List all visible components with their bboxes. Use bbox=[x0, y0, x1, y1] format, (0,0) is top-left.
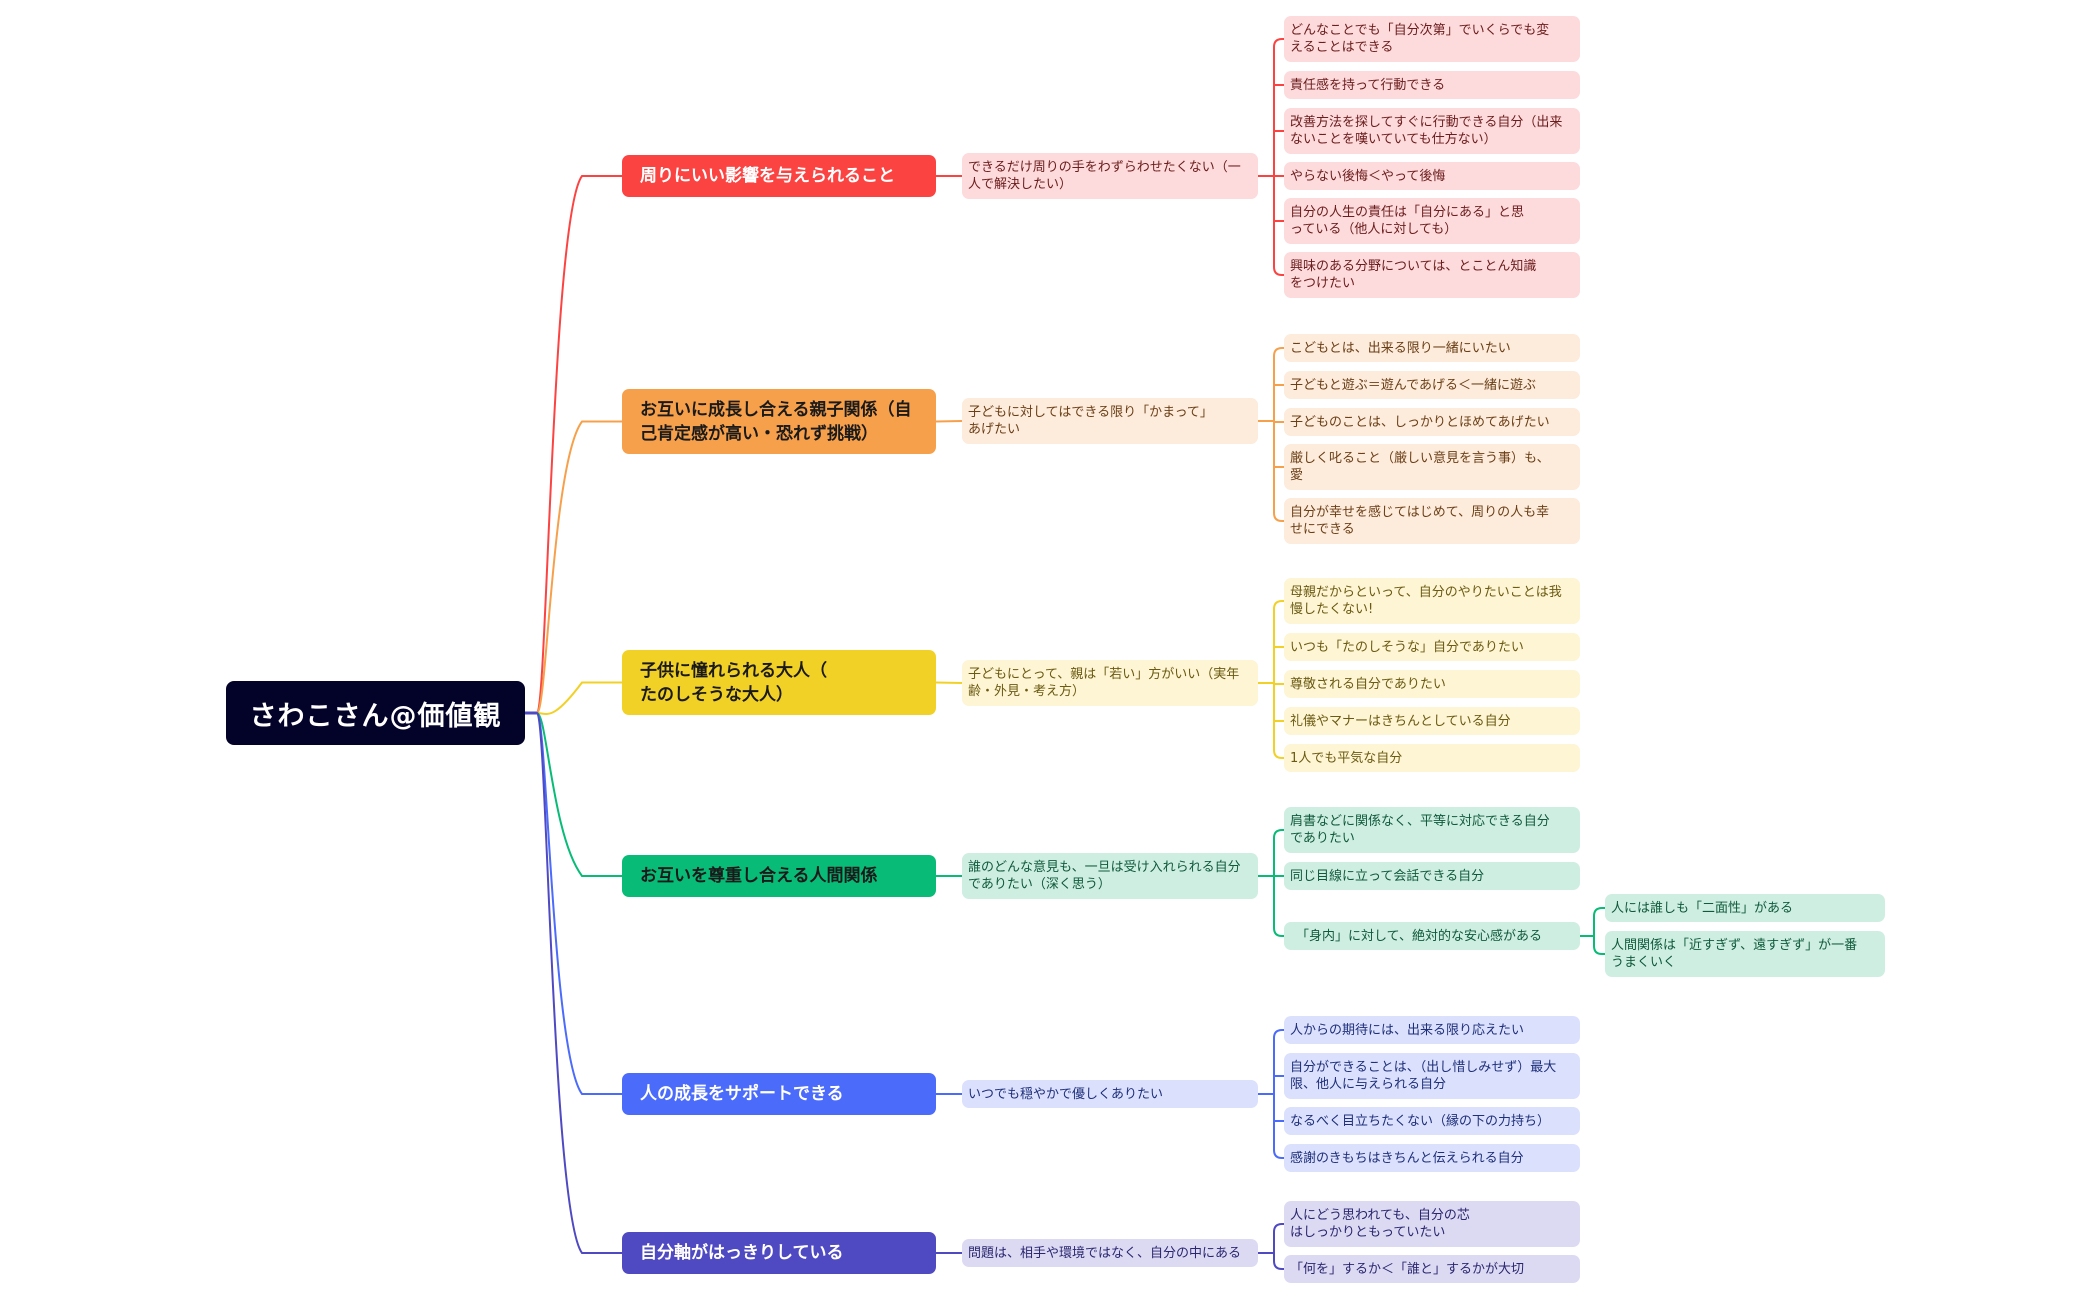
leaf-label: 自分ができることは、（出し惜しみせず）最大 限、他人に与えられる自分 bbox=[1290, 1060, 1557, 1092]
leaf-label: 「身内」に対して、絶対的な安心感がある bbox=[1296, 928, 1542, 944]
subtopic-admired-adult[interactable]: 子どもにとって、親は「若い」方がいい（実年 齢・外見・考え方） bbox=[962, 660, 1258, 706]
subtopic-self-axis[interactable]: 問題は、相手や環境ではなく、自分の中にある bbox=[962, 1239, 1258, 1267]
subtopic-mutual-respect[interactable]: 誰のどんな意見も、一旦は受け入れられる自分 でありたい（深く思う） bbox=[962, 853, 1258, 899]
leaf-item[interactable]: こどもとは、出来る限り一緒にいたい bbox=[1284, 334, 1580, 362]
leaf-label: 母親だからといって、自分のやりたいことは我 慢したくない! bbox=[1290, 585, 1562, 617]
leaf-label: 「何を」するか＜「誰と」するかが大切 bbox=[1290, 1261, 1525, 1277]
leaf-item[interactable]: いつも「たのしそうな」自分でありたい bbox=[1284, 633, 1580, 661]
topic-admired-adult[interactable]: 子供に憧れられる大人（ たのしそうな大人） bbox=[622, 650, 936, 715]
subtopic-parent-child[interactable]: 子どもに対してはできる限り「かまって」 あげたい bbox=[962, 398, 1258, 444]
leaf-item[interactable]: やらない後悔＜やって後悔 bbox=[1284, 162, 1580, 190]
leaf-label: 自分の人生の責任は「自分にある」と思 っている（他人に対しても） bbox=[1290, 205, 1525, 237]
subtopic-label: 子どもにとって、親は「若い」方がいい（実年 齢・外見・考え方） bbox=[968, 667, 1240, 699]
leaf-item[interactable]: 尊敬される自分でありたい bbox=[1284, 670, 1580, 698]
leaf-subitem[interactable]: 人間関係は「近すぎず、遠すぎず」が一番 うまくいく bbox=[1605, 931, 1885, 977]
subtopic-label: 問題は、相手や環境ではなく、自分の中にある bbox=[968, 1245, 1242, 1261]
leaf-item[interactable]: 責任感を持って行動できる bbox=[1284, 71, 1580, 99]
leaf-label: 感謝のきもちはきちんと伝えられる自分 bbox=[1290, 1150, 1524, 1166]
topic-self-axis[interactable]: 自分軸がはっきりしている bbox=[622, 1232, 936, 1274]
leaf-item[interactable]: 改善方法を探してすぐに行動できる自分（出来 ないことを嘆いていても仕方ない） bbox=[1284, 108, 1580, 154]
subtopic-influence[interactable]: できるだけ周りの手をわずらわせたくない（一 人で解決したい） bbox=[962, 153, 1258, 199]
subtopic-support-growth[interactable]: いつでも穏やかで優しくありたい bbox=[962, 1080, 1258, 1108]
leaf-label: 同じ目線に立って会話できる自分 bbox=[1290, 868, 1485, 884]
leaf-item[interactable]: 肩書などに関係なく、平等に対応できる自分 でありたい bbox=[1284, 807, 1580, 853]
leaf-label: 1人でも平気な自分 bbox=[1290, 750, 1403, 766]
leaf-item[interactable]: 感謝のきもちはきちんと伝えられる自分 bbox=[1284, 1144, 1580, 1172]
root-label: さわこさん@価値観 bbox=[249, 700, 502, 732]
topic-parent-child[interactable]: お互いに成長し合える親子関係（自 己肯定感が高い・恐れず挑戦） bbox=[622, 389, 936, 454]
topic-label: 自分軸がはっきりしている bbox=[640, 1243, 844, 1263]
root-node[interactable]: さわこさん@価値観 bbox=[226, 681, 525, 745]
topic-label: 子供に憧れられる大人（ たのしそうな大人） bbox=[640, 660, 827, 705]
leaf-label: 子どものことは、しっかりとほめてあげたい bbox=[1290, 414, 1550, 430]
leaf-label: なるべく目立ちたくない（縁の下の力持ち） bbox=[1290, 1113, 1551, 1129]
leaf-subitem[interactable]: 人には誰しも「二面性」がある bbox=[1605, 894, 1885, 922]
leaf-label: 尊敬される自分でありたい bbox=[1290, 676, 1446, 692]
subtopic-label: いつでも穏やかで優しくありたい bbox=[968, 1086, 1164, 1102]
leaf-item[interactable]: 子どもと遊ぶ＝遊んであげる＜一緒に遊ぶ bbox=[1284, 371, 1580, 399]
leaf-item[interactable]: 自分ができることは、（出し惜しみせず）最大 限、他人に与えられる自分 bbox=[1284, 1053, 1580, 1099]
leaf-item[interactable]: なるべく目立ちたくない（縁の下の力持ち） bbox=[1284, 1107, 1580, 1135]
leaf-item[interactable]: 「身内」に対して、絶対的な安心感がある bbox=[1284, 922, 1580, 950]
leaf-item[interactable]: 礼儀やマナーはきちんとしている自分 bbox=[1284, 707, 1580, 735]
topic-label: お互いに成長し合える親子関係（自 己肯定感が高い・恐れず挑戦） bbox=[640, 399, 912, 444]
subtopic-label: できるだけ周りの手をわずらわせたくない（一 人で解決したい） bbox=[968, 160, 1241, 192]
leaf-label: 人からの期待には、出来る限り応えたい bbox=[1290, 1022, 1525, 1038]
leaf-label: いつも「たのしそうな」自分でありたい bbox=[1290, 639, 1524, 655]
leaf-item[interactable]: 自分が幸せを感じてはじめて、周りの人も幸 せにできる bbox=[1284, 498, 1580, 544]
leaf-label: 責任感を持って行動できる bbox=[1290, 77, 1446, 93]
leaf-item[interactable]: 人からの期待には、出来る限り応えたい bbox=[1284, 1016, 1580, 1044]
leaf-label: やらない後悔＜やって後悔 bbox=[1290, 168, 1446, 184]
topic-label: 周りにいい影響を与えられること bbox=[640, 166, 895, 186]
leaf-label: 子どもと遊ぶ＝遊んであげる＜一緒に遊ぶ bbox=[1290, 377, 1536, 393]
topic-mutual-respect[interactable]: お互いを尊重し合える人間関係 bbox=[622, 855, 936, 897]
leaf-item[interactable]: どんなことでも「自分次第」でいくらでも変 えることはできる bbox=[1284, 16, 1580, 62]
subtopic-label: 子どもに対してはできる限り「かまって」 あげたい bbox=[968, 405, 1213, 437]
leaf-item[interactable]: 同じ目線に立って会話できる自分 bbox=[1284, 862, 1580, 890]
leaf-item[interactable]: 人にどう思われても、自分の芯 はしっかりともっていたい bbox=[1284, 1201, 1580, 1247]
leaf-item[interactable]: 子どものことは、しっかりとほめてあげたい bbox=[1284, 408, 1580, 436]
leaf-label: 人間関係は「近すぎず、遠すぎず」が一番 うまくいく bbox=[1611, 938, 1858, 970]
leaf-item[interactable]: 母親だからといって、自分のやりたいことは我 慢したくない! bbox=[1284, 578, 1580, 624]
subtopic-label: 誰のどんな意見も、一旦は受け入れられる自分 でありたい（深く思う） bbox=[968, 860, 1241, 892]
leaf-label: 改善方法を探してすぐに行動できる自分（出来 ないことを嘆いていても仕方ない） bbox=[1290, 115, 1563, 147]
leaf-label: 厳しく叱ること（厳しい意見を言う事）も、 愛 bbox=[1290, 451, 1550, 483]
leaf-label: 肩書などに関係なく、平等に対応できる自分 でありたい bbox=[1290, 814, 1550, 846]
leaf-label: 自分が幸せを感じてはじめて、周りの人も幸 せにできる bbox=[1290, 505, 1550, 537]
leaf-item[interactable]: 1人でも平気な自分 bbox=[1284, 744, 1580, 772]
topic-support-growth[interactable]: 人の成長をサポートできる bbox=[622, 1073, 936, 1115]
leaf-item[interactable]: 自分の人生の責任は「自分にある」と思 っている（他人に対しても） bbox=[1284, 198, 1580, 244]
leaf-label: 人には誰しも「二面性」がある bbox=[1611, 900, 1794, 916]
leaf-label: どんなことでも「自分次第」でいくらでも変 えることはできる bbox=[1290, 23, 1550, 55]
leaf-label: 礼儀やマナーはきちんとしている自分 bbox=[1290, 713, 1511, 729]
topic-label: お互いを尊重し合える人間関係 bbox=[640, 866, 878, 886]
leaf-label: 興味のある分野については、とことん知識 をつけたい bbox=[1290, 259, 1537, 291]
leaf-item[interactable]: 厳しく叱ること（厳しい意見を言う事）も、 愛 bbox=[1284, 444, 1580, 490]
leaf-label: こどもとは、出来る限り一緒にいたい bbox=[1290, 340, 1511, 356]
leaf-item[interactable]: 興味のある分野については、とことん知識 をつけたい bbox=[1284, 252, 1580, 298]
topic-influence[interactable]: 周りにいい影響を与えられること bbox=[622, 155, 936, 197]
topic-label: 人の成長をサポートできる bbox=[640, 1084, 844, 1104]
leaf-label: 人にどう思われても、自分の芯 はしっかりともっていたい bbox=[1290, 1208, 1470, 1240]
leaf-item[interactable]: 「何を」するか＜「誰と」するかが大切 bbox=[1284, 1255, 1580, 1283]
